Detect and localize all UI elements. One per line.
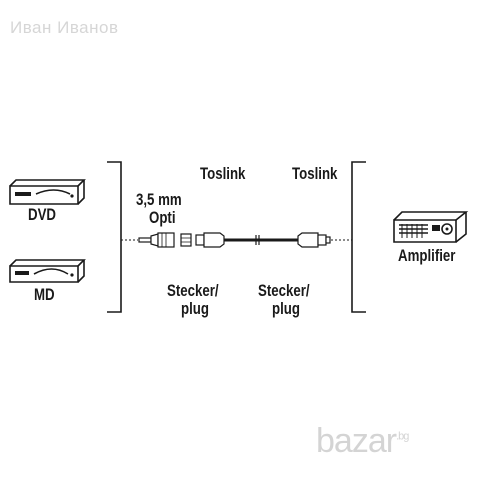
- amplifier-icon: [393, 211, 469, 243]
- mini-opti-plug: [138, 232, 175, 248]
- left-plug-kind-line1: Stecker/: [167, 281, 219, 300]
- right-plug-kind-line2: plug: [272, 299, 300, 318]
- right-plug-kind-line1: Stecker/: [258, 281, 310, 300]
- minidisc-player-icon: [9, 259, 86, 283]
- left-plug-kind-line2: plug: [181, 299, 209, 318]
- md-label: MD: [34, 285, 55, 304]
- site-watermark: bazar.bg: [316, 422, 409, 461]
- toslink-plug-right: [297, 232, 331, 248]
- left-plug-type-line2: Opti: [149, 208, 176, 227]
- toslink-label-right: Toslink: [292, 164, 338, 183]
- dvd-player-icon: [9, 179, 86, 205]
- site-watermark-tld: .bg: [396, 430, 409, 443]
- left-bracket: [107, 161, 122, 313]
- toslink-plug-left: [195, 232, 225, 248]
- site-watermark-name: bazar: [316, 422, 397, 460]
- cable-clip: [255, 235, 260, 245]
- amplifier-label: Amplifier: [398, 246, 456, 265]
- owner-watermark: Иван Иванов: [10, 18, 119, 37]
- dvd-label: DVD: [28, 205, 57, 224]
- left-plug-type-line1: 3,5 mm: [136, 190, 182, 209]
- right-bracket: [351, 161, 366, 313]
- adapter: [180, 233, 192, 247]
- toslink-label-left: Toslink: [200, 164, 246, 183]
